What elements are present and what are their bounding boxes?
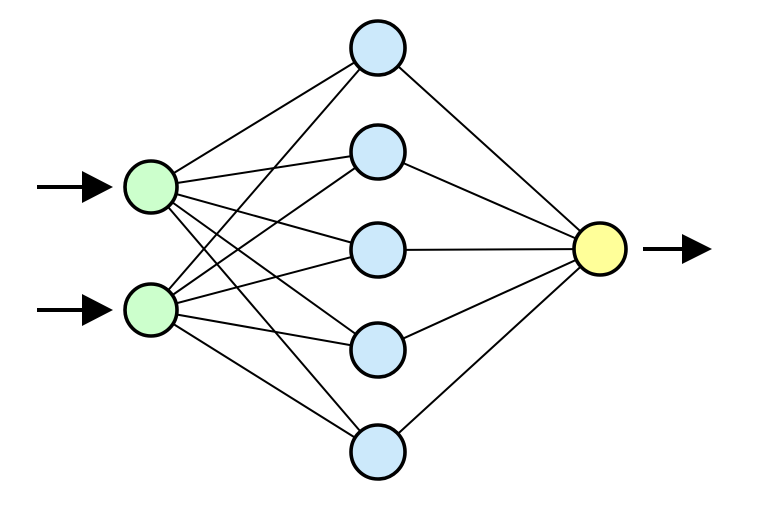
connection-edge — [150, 186, 379, 351]
connection-edge — [377, 151, 601, 250]
neuron-node-i2[interactable] — [123, 282, 179, 338]
connection-edge — [150, 186, 379, 453]
neuron-node-o1[interactable] — [572, 221, 628, 277]
neuron-nodes-group — [123, 19, 628, 481]
input-layer — [123, 159, 179, 338]
connection-edges-group — [150, 47, 601, 453]
connection-edge — [150, 249, 379, 311]
neuron-node-h4[interactable] — [349, 321, 407, 379]
connection-edge — [150, 151, 379, 311]
connection-edge — [150, 309, 379, 453]
neuron-node-h1[interactable] — [349, 19, 407, 77]
io-arrows-group — [37, 171, 712, 326]
output-arrow-head — [682, 234, 712, 264]
connection-edge — [150, 151, 379, 188]
output-arrow — [643, 234, 712, 264]
input-arrow-bottom — [37, 294, 113, 326]
neuron-node-h3[interactable] — [349, 221, 407, 279]
input-arrow-top — [37, 171, 113, 203]
connection-edge — [150, 47, 379, 311]
connection-edge — [377, 248, 601, 453]
connection-edge — [377, 248, 601, 251]
connection-edge — [377, 248, 601, 351]
neuron-node-h5[interactable] — [349, 423, 407, 481]
connection-edge — [150, 309, 379, 351]
connection-edge — [377, 47, 601, 250]
connection-edge — [150, 186, 379, 251]
neuron-node-h2[interactable] — [349, 123, 407, 181]
hidden-layer — [349, 19, 407, 481]
output-layer — [572, 221, 628, 277]
connection-edge — [150, 47, 379, 188]
neuron-node-i1[interactable] — [123, 159, 179, 215]
input-arrow-bottom-head — [82, 294, 113, 326]
input-arrow-top-head — [82, 171, 113, 203]
